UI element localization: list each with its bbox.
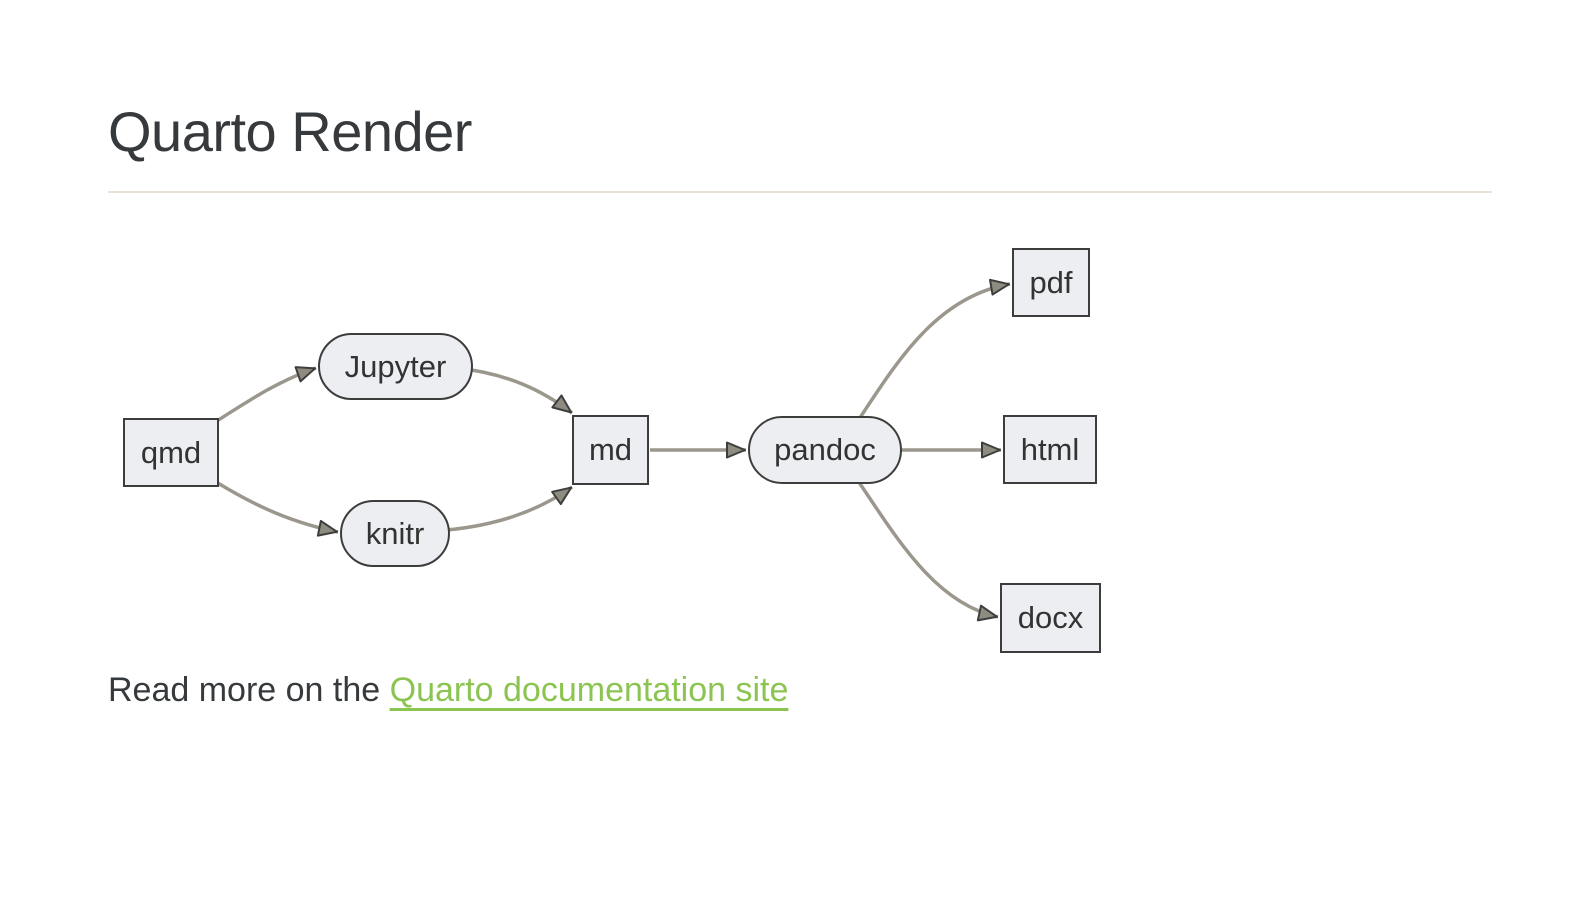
edge-jupyter-md: [457, 366, 574, 415]
node-knitr: knitr: [340, 500, 450, 567]
read-more-text: Read more on the Quarto documentation si…: [108, 668, 788, 712]
node-qmd-label: qmd: [140, 434, 202, 470]
node-pdf-label: pdf: [1029, 264, 1073, 300]
node-docx: docx: [1000, 583, 1101, 653]
node-knitr-label: knitr: [365, 515, 425, 551]
node-pandoc: pandoc: [748, 416, 902, 484]
node-pandoc-label: pandoc: [774, 432, 876, 467]
node-qmd: qmd: [123, 418, 219, 487]
node-docx-label: docx: [1017, 600, 1084, 635]
node-html: html: [1003, 415, 1097, 484]
node-md: md: [572, 415, 649, 485]
node-jupyter: Jupyter: [318, 333, 473, 400]
node-jupyter-label: Jupyter: [344, 348, 447, 384]
read-more-prefix: Read more on the: [108, 671, 390, 709]
node-html-label: html: [1020, 431, 1080, 467]
quarto-docs-link[interactable]: Quarto documentation site: [389, 671, 789, 709]
node-pdf: pdf: [1012, 248, 1090, 317]
page-title: Quarto Render: [108, 100, 472, 163]
edge-pandoc-docx: [843, 460, 999, 622]
node-md-label: md: [588, 432, 633, 467]
edge-knitr-md: [434, 485, 574, 533]
title-divider: [108, 191, 1492, 193]
